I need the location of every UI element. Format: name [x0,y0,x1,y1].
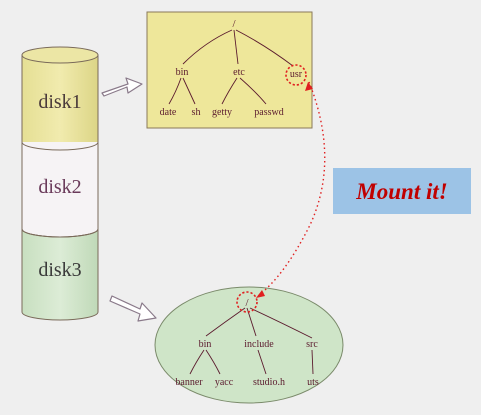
disk3-label: disk3 [38,259,81,281]
bottom-tree-node-uts: uts [307,377,319,388]
mount-it-callout: Mount it! [333,168,471,214]
bottom-tree-node-bin: bin [199,339,212,350]
top-tree-node-getty: getty [212,107,232,118]
root-mount-point-highlight [236,291,258,313]
disk1-segment: disk1 [21,46,99,151]
disk-stack: disk1 disk2 disk3 [21,46,99,321]
disk3-segment: disk3 [21,228,99,321]
mount-it-text: Mount it! [355,179,447,204]
disk1-label: disk1 [38,91,81,113]
disk2-label: disk2 [38,176,81,198]
bottom-tree-node-src: src [306,339,318,350]
mount-connector [256,81,326,298]
bottom-tree-node-banner: banner [175,377,203,388]
top-tree-node-usr: usr [290,69,303,80]
top-tree-node-bin: bin [176,67,189,78]
bottom-tree-node-yacc: yacc [215,377,234,388]
bottom-tree-ellipse [154,286,344,404]
disk2-segment: disk2 [21,141,99,238]
top-tree-node-sh: sh [192,107,201,118]
top-tree-root: / [232,18,236,30]
bottom-tree: / bin include src banner yacc studio.h u… [154,286,344,404]
top-tree-node-passwd: passwd [254,107,283,118]
bottom-tree-node-include: include [244,339,274,350]
arrow-to-bottom-tree [109,295,157,322]
bottom-tree-node-studio-h: studio.h [253,377,285,388]
arrow-to-top-tree [101,77,143,97]
top-tree: / bin etc usr date sh getty passwd [146,11,313,129]
top-tree-node-date: date [160,107,177,118]
usr-mount-point-highlight [285,64,307,86]
top-tree-node-etc: etc [233,67,245,78]
bottom-tree-root: / [245,297,249,309]
